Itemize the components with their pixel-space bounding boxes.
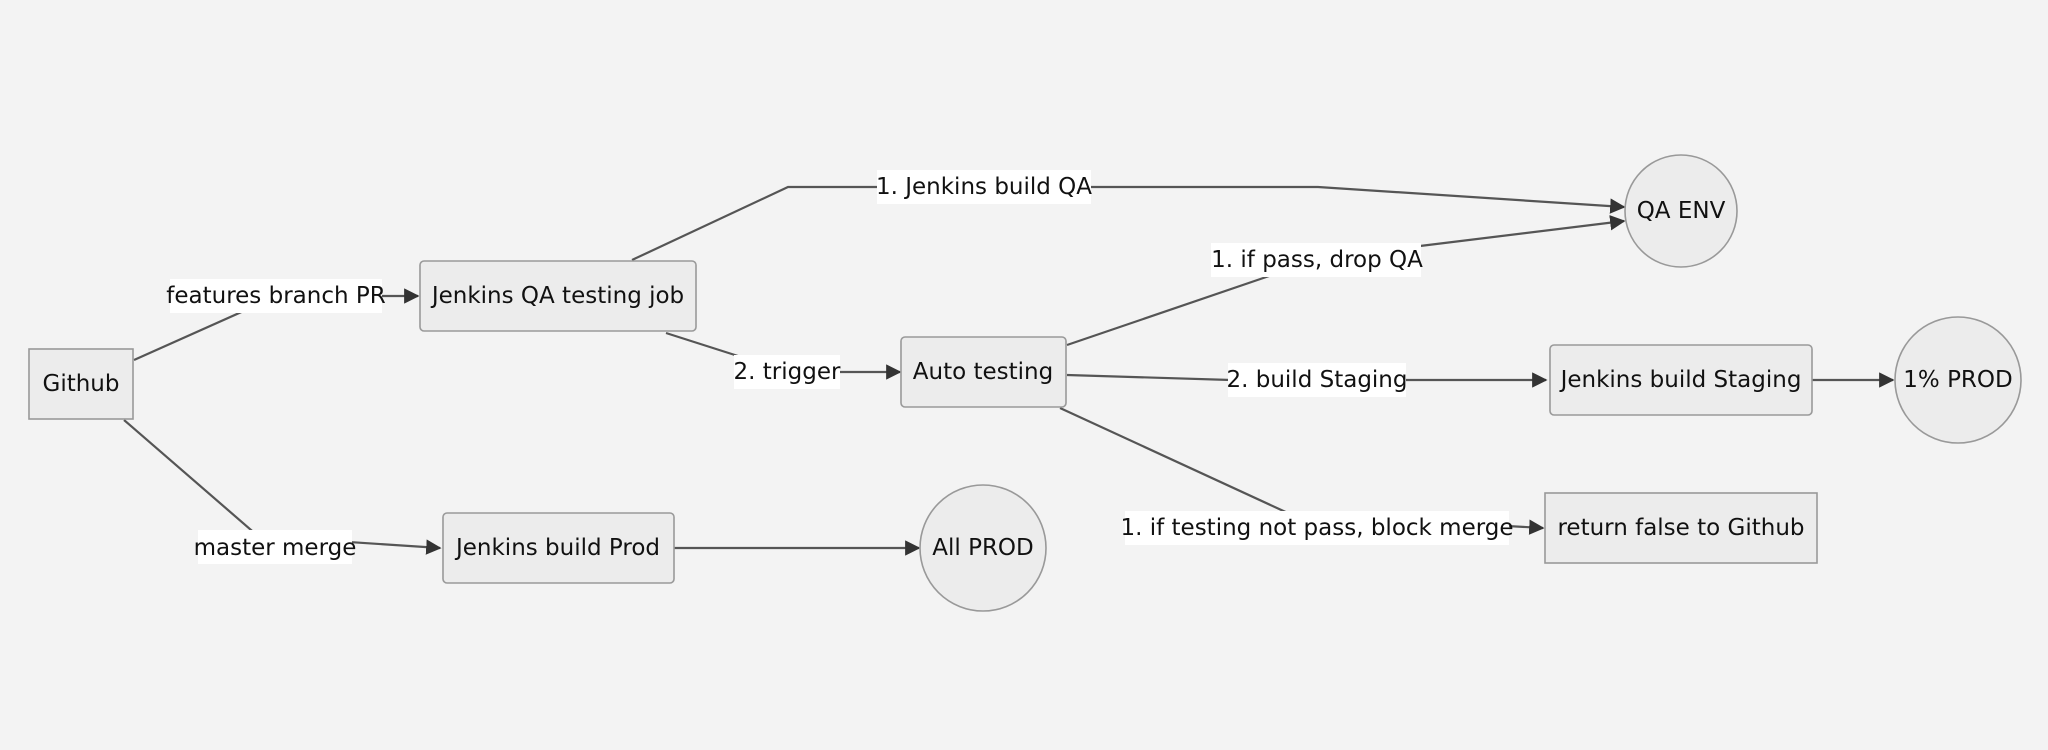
edge-label-text: master merge <box>194 535 357 561</box>
edge-label-jenkins-build-qa: 1. Jenkins build QA <box>876 170 1092 204</box>
edge-label-text: features branch PR <box>166 283 385 309</box>
edge-labels-layer: features branch PR master merge 1. Jenki… <box>166 170 1514 564</box>
node-label: Github <box>43 371 120 397</box>
node-all-prod[interactable]: All PROD <box>919 484 1047 612</box>
node-label: Jenkins build Prod <box>454 535 660 561</box>
node-qa-env[interactable]: QA ENV <box>1624 154 1738 268</box>
edge-label-text: 1. if pass, drop QA <box>1211 247 1423 273</box>
edge-label-trigger: 2. trigger <box>734 355 841 389</box>
node-label: Jenkins build Staging <box>1559 367 1802 393</box>
node-github[interactable]: Github <box>28 348 134 420</box>
edge-label-text: 2. build Staging <box>1226 367 1407 393</box>
node-label: 1% PROD <box>1903 367 2012 393</box>
node-jenkins-build-staging[interactable]: Jenkins build Staging <box>1549 344 1813 416</box>
edge-auto-testing-to-return-false <box>1059 407 1545 535</box>
edge-label-pass-drop-qa: 1. if pass, drop QA <box>1211 243 1423 277</box>
edge-label-block-merge: 1. if testing not pass, block merge <box>1120 511 1514 545</box>
edge-label-text: 1. if testing not pass, block merge <box>1120 515 1513 541</box>
edge-label-text: 1. Jenkins build QA <box>876 174 1092 200</box>
node-return-false-to-github[interactable]: return false to Github <box>1544 492 1818 564</box>
edge-label-text: 2. trigger <box>734 359 841 385</box>
node-auto-testing[interactable]: Auto testing <box>900 336 1067 408</box>
edge-auto-testing-to-qa-env <box>1066 215 1626 347</box>
edge-label-build-staging: 2. build Staging <box>1226 363 1408 397</box>
node-label: Auto testing <box>913 359 1053 385</box>
edge-label-master-merge: master merge <box>194 530 357 564</box>
nodes-layer: Github Jenkins QA testing job Auto testi… <box>28 154 2022 612</box>
node-jenkins-build-prod[interactable]: Jenkins build Prod <box>442 512 675 584</box>
node-label: Jenkins QA testing job <box>430 283 684 309</box>
node-label: return false to Github <box>1557 515 1804 541</box>
node-one-percent-prod[interactable]: 1% PROD <box>1894 316 2022 444</box>
node-label: All PROD <box>932 535 1034 561</box>
edge-jenkins-qa-to-qa-env <box>631 185 1626 261</box>
node-label: QA ENV <box>1637 198 1726 224</box>
edge-github-to-jenkins-prod <box>123 419 442 555</box>
edge-label-features-branch-pr: features branch PR <box>166 279 386 313</box>
node-jenkins-qa-testing-job[interactable]: Jenkins QA testing job <box>419 260 697 332</box>
